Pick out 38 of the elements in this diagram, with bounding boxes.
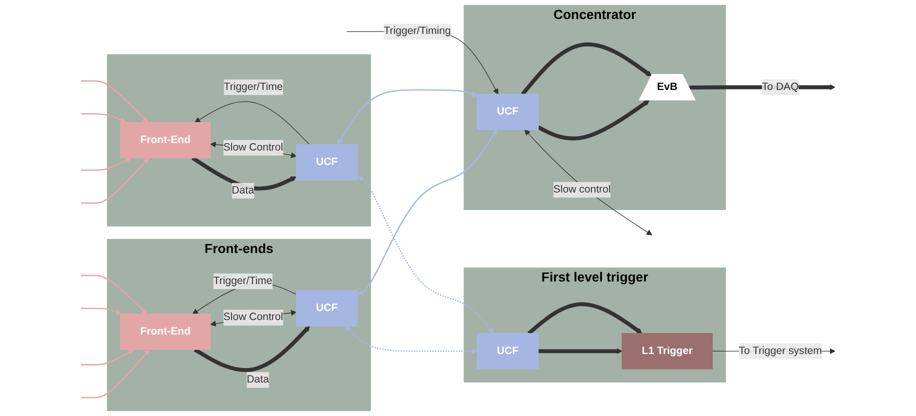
arrow — [344, 326, 478, 354]
arrow — [192, 156, 297, 191]
arrow — [337, 89, 478, 145]
edge-label: Trigger/Timing — [384, 26, 451, 37]
node-box: Front-End — [120, 314, 211, 350]
edge-label: Trigger/Time — [213, 275, 272, 287]
node-box: L1 Trigger — [622, 333, 713, 370]
edge-label: Slow control — [553, 184, 611, 196]
arrow — [537, 100, 650, 140]
edge-label: To Trigger system — [738, 345, 822, 356]
arrow — [528, 302, 642, 335]
arrow — [521, 42, 652, 96]
arrow — [524, 130, 652, 236]
edge-label: Slow Control — [223, 312, 284, 323]
arrow — [80, 113, 126, 123]
arrow — [80, 308, 122, 315]
edge-label: Data — [232, 184, 254, 196]
arrow — [80, 349, 150, 398]
arrow — [80, 274, 148, 314]
cluster — [106, 54, 371, 226]
arrow — [194, 101, 310, 145]
arrow — [357, 176, 494, 334]
arrow — [80, 80, 148, 123]
edge-label: Trigger/Time — [224, 81, 283, 92]
arrow — [538, 348, 622, 354]
edge-label: Data — [246, 374, 269, 386]
arrow — [357, 129, 497, 296]
arrow — [194, 326, 310, 372]
node-box: UCF — [476, 94, 539, 130]
arrow — [80, 158, 150, 204]
node-box: UCF — [296, 144, 358, 180]
edge-label: To DAQ — [762, 81, 799, 92]
arrow — [80, 158, 132, 171]
arrow — [80, 349, 134, 366]
node-box: UCF — [296, 290, 358, 326]
node-box: Front-End — [120, 122, 211, 158]
edge-label: Slow Control — [223, 142, 284, 154]
node-box: UCF — [476, 333, 539, 370]
